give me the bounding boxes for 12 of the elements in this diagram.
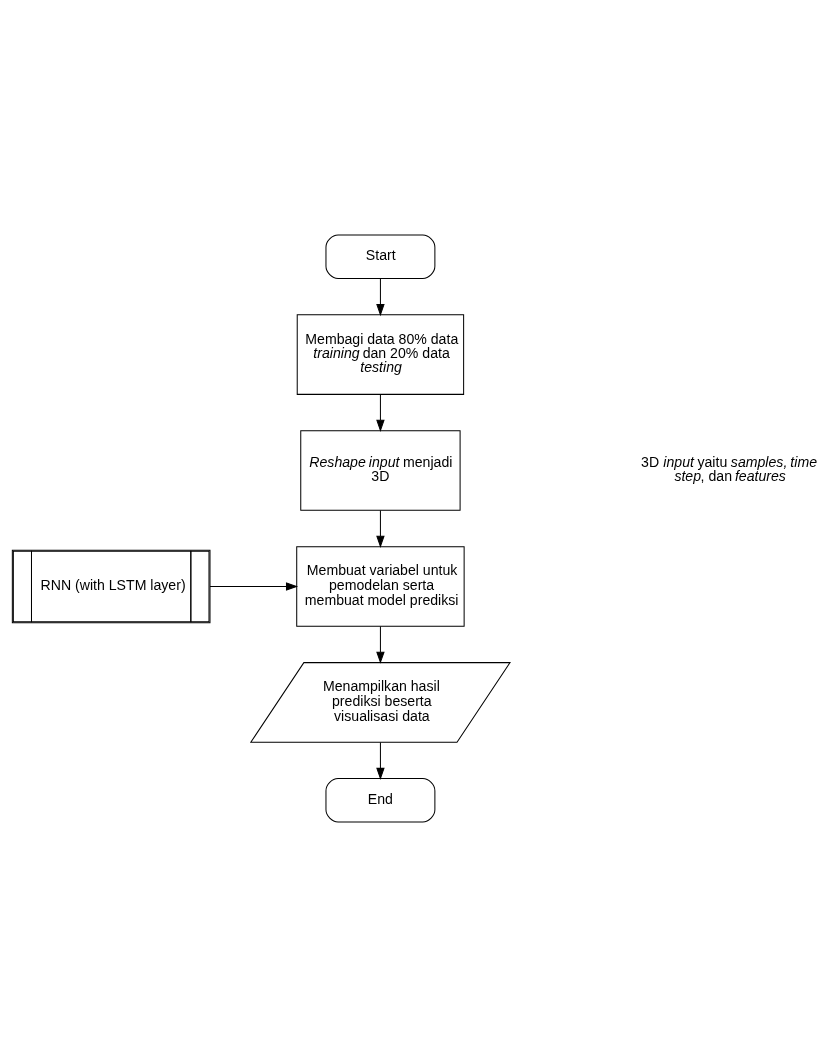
arrow (376, 741, 385, 780)
node-box: End (325, 778, 436, 823)
label: 3D input yaitu samples, time step, dan features (641, 453, 818, 484)
node-box: Membuat variabel untuk pemodelan serta membuat model prediksi (296, 546, 465, 627)
arrow (376, 509, 385, 548)
node-box: Reshape input menjadi 3D (300, 430, 461, 511)
arrow (376, 625, 385, 664)
arrow (376, 393, 385, 432)
node-box: Membagi data 80% data training dan 20% data testing (296, 314, 465, 395)
node-box: Start (325, 234, 436, 279)
arrow (209, 582, 299, 591)
arrow (376, 278, 385, 317)
